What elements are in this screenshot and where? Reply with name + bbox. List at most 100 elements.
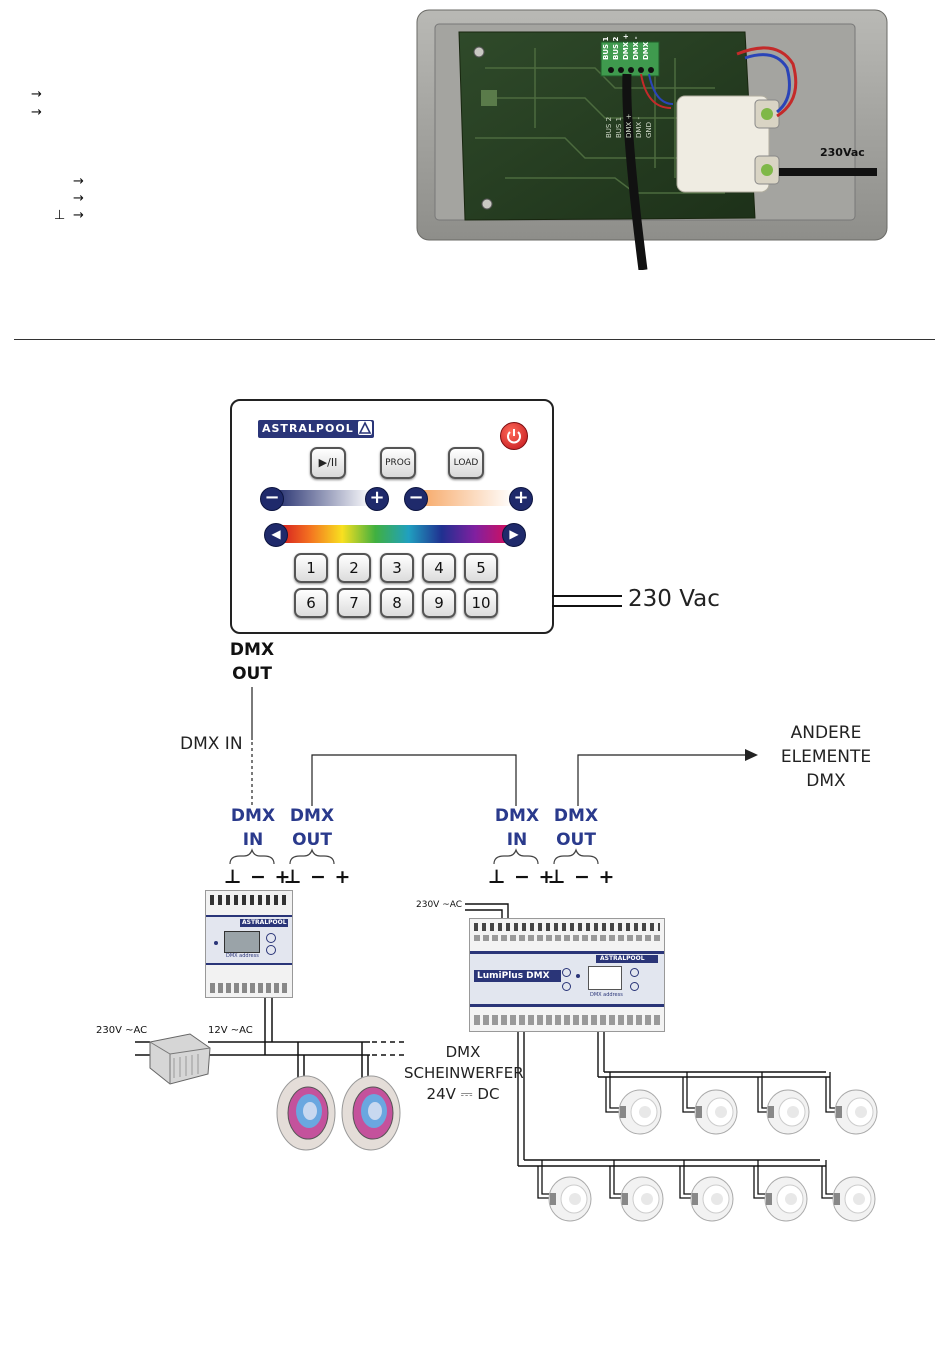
- controller-panel: ASTRALPOOL ▶/II PROG LOAD − + − + ◀ ▶ 1 …: [230, 399, 554, 634]
- number-button-10[interactable]: 10: [464, 588, 498, 618]
- pcb-photo: BUS 1 BUS 2 DMX + DMX - DMX BUS 2 BUS 1 …: [415, 8, 890, 271]
- module-brand-bar: ASTRALPOOL: [240, 919, 288, 927]
- arrow-1: →: [31, 87, 42, 102]
- module1-out-terminals: ⊥ − +: [284, 866, 352, 888]
- led-icon: [214, 941, 218, 945]
- module1-in-line-2: IN: [242, 830, 264, 850]
- pcb-photo-drawing: [416, 9, 888, 271]
- minus-icon[interactable]: −: [404, 487, 428, 511]
- module-brand: ASTRALPOOL: [242, 919, 287, 926]
- photo-voltage-label: 230Vac: [820, 146, 865, 159]
- spotlight-7: [690, 1175, 738, 1223]
- module-caption: DMX address: [226, 953, 259, 959]
- supply-line-2: [552, 605, 622, 607]
- number-button-3[interactable]: 3: [380, 553, 414, 583]
- minus-icon[interactable]: −: [260, 487, 284, 511]
- controller-out-label: OUT: [232, 664, 272, 684]
- module1-in-terminals: ⊥ − +: [224, 866, 292, 888]
- spots-line-1: DMX: [445, 1043, 481, 1061]
- spotlight-2: [694, 1088, 742, 1136]
- spots-line-2: SCHEINWERFER: [404, 1064, 524, 1082]
- power-icon: [507, 429, 521, 444]
- chevron-left-icon[interactable]: ◀: [264, 523, 288, 547]
- lumiplus-brand-bar: ASTRALPOOL: [596, 955, 658, 963]
- module1-out-line-2: OUT: [292, 830, 332, 850]
- andere-line-3: DMX: [806, 771, 846, 791]
- knob-icon: [562, 968, 571, 977]
- brightness-slider[interactable]: [272, 490, 372, 506]
- power-button[interactable]: [500, 422, 528, 450]
- module1-dmx-in-label: DMX IN: [224, 804, 282, 852]
- spotlight-icon: [690, 1176, 734, 1222]
- lumiplus-face: ASTRALPOOL LumiPlus DMX DMX address: [470, 951, 664, 1007]
- lumiplus-top-terminals: [474, 923, 660, 931]
- transformer-icon: [149, 1033, 211, 1085]
- spotlight-icon: [694, 1089, 738, 1135]
- module2-in-terminals: ⊥ − +: [488, 866, 556, 888]
- color-spectrum-slider[interactable]: [276, 525, 508, 543]
- plus-icon[interactable]: +: [365, 487, 389, 511]
- number-button-8[interactable]: 8: [380, 588, 414, 618]
- spotlight-icon: [834, 1089, 878, 1135]
- lumiplus-name: LumiPlus DMX: [474, 970, 561, 982]
- module2-out-terminals: ⊥ − +: [548, 866, 616, 888]
- number-button-1[interactable]: 1: [294, 553, 328, 583]
- supply-line-1: [552, 595, 622, 597]
- number-button-9[interactable]: 9: [422, 588, 456, 618]
- spotlight-icon: [618, 1089, 662, 1135]
- prog-button[interactable]: PROG: [380, 447, 416, 479]
- section-divider: [14, 339, 935, 340]
- module2-out-line-2: OUT: [556, 830, 596, 850]
- module-display: [224, 931, 260, 953]
- module1-out-line-1: DMX: [289, 806, 335, 826]
- dmx-spots-label: DMX SCHEINWERFER 24V ⎓ DC: [404, 1042, 524, 1105]
- number-button-6[interactable]: 6: [294, 588, 328, 618]
- plus-icon[interactable]: +: [509, 487, 533, 511]
- spotlight-5: [548, 1175, 596, 1223]
- pool-lamp-icon: [341, 1075, 401, 1151]
- spotlight-6: [620, 1175, 668, 1223]
- spotlight-icon: [548, 1176, 592, 1222]
- color-temp-slider[interactable]: [414, 490, 514, 506]
- controller-logo: ASTRALPOOL: [258, 420, 374, 438]
- number-button-4[interactable]: 4: [422, 553, 456, 583]
- number-button-7[interactable]: 7: [337, 588, 371, 618]
- spotlight-1: [618, 1088, 666, 1136]
- spotlight-4: [834, 1088, 882, 1136]
- arrow-3: →: [73, 174, 84, 189]
- lumiplus-top-strip: [474, 935, 660, 941]
- arrow-4: →: [73, 191, 84, 206]
- knob-icon: [562, 982, 571, 991]
- spotlight-icon: [620, 1176, 664, 1222]
- chevron-right-icon[interactable]: ▶: [502, 523, 526, 547]
- transformer-input-label: 230V ~AC: [96, 1025, 148, 1036]
- led-icon: [576, 974, 580, 978]
- pool-lamp-2: [341, 1075, 401, 1151]
- module2-dmx-in-label: DMX IN: [488, 804, 546, 852]
- arrow-2: →: [31, 105, 42, 120]
- bottom-terminal-strip: [210, 983, 288, 993]
- load-button[interactable]: LOAD: [448, 447, 484, 479]
- other-dmx-elements-label: ANDERE ELEMENTE DMX: [768, 721, 884, 793]
- ground-symbol: ⊥: [54, 208, 66, 223]
- transformer: [144, 1028, 214, 1086]
- top-terminal-strip: [210, 895, 288, 905]
- spotlight-3: [766, 1088, 814, 1136]
- transformer-output-label: 12V ~AC: [208, 1025, 253, 1036]
- module-face: ASTRALPOOL DMX address: [206, 915, 292, 965]
- number-button-2[interactable]: 2: [337, 553, 371, 583]
- controller-dmx-label: DMX: [229, 640, 275, 660]
- controller-brand: ASTRALPOOL: [262, 422, 354, 435]
- spotlight-icon: [764, 1176, 808, 1222]
- number-button-5[interactable]: 5: [464, 553, 498, 583]
- controller-dmx-out-label: DMX OUT: [222, 638, 282, 686]
- lumiplus-supply-label: 230V ~AC: [416, 900, 463, 910]
- lumiplus-display: [588, 966, 622, 990]
- module1-in-line-1: DMX: [230, 806, 276, 826]
- module1-dmx-out-label: DMX OUT: [282, 804, 342, 852]
- play-pause-button[interactable]: ▶/II: [310, 447, 346, 479]
- module2-dmx-out-label: DMX OUT: [546, 804, 606, 852]
- dmx-in-label: DMX IN: [180, 734, 243, 754]
- spotlight-icon: [832, 1176, 876, 1222]
